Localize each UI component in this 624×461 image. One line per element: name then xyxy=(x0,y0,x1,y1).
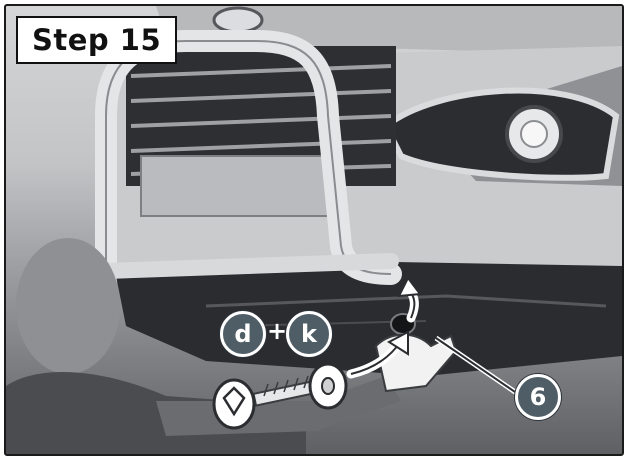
part-callout-6: 6 xyxy=(515,374,561,420)
plus-sign: + xyxy=(266,318,288,344)
step-title: Step 15 xyxy=(16,16,177,64)
part-callout-d: d xyxy=(220,311,266,357)
bull-bar-crossbar xyxy=(106,261,391,271)
person-head xyxy=(16,238,120,374)
license-plate-recess xyxy=(141,156,336,216)
instruction-panel: Step 15 d + k 6 xyxy=(4,4,624,456)
brand-emblem xyxy=(214,8,262,32)
part-callout-k: k xyxy=(286,311,332,357)
person-arm xyxy=(156,376,401,436)
